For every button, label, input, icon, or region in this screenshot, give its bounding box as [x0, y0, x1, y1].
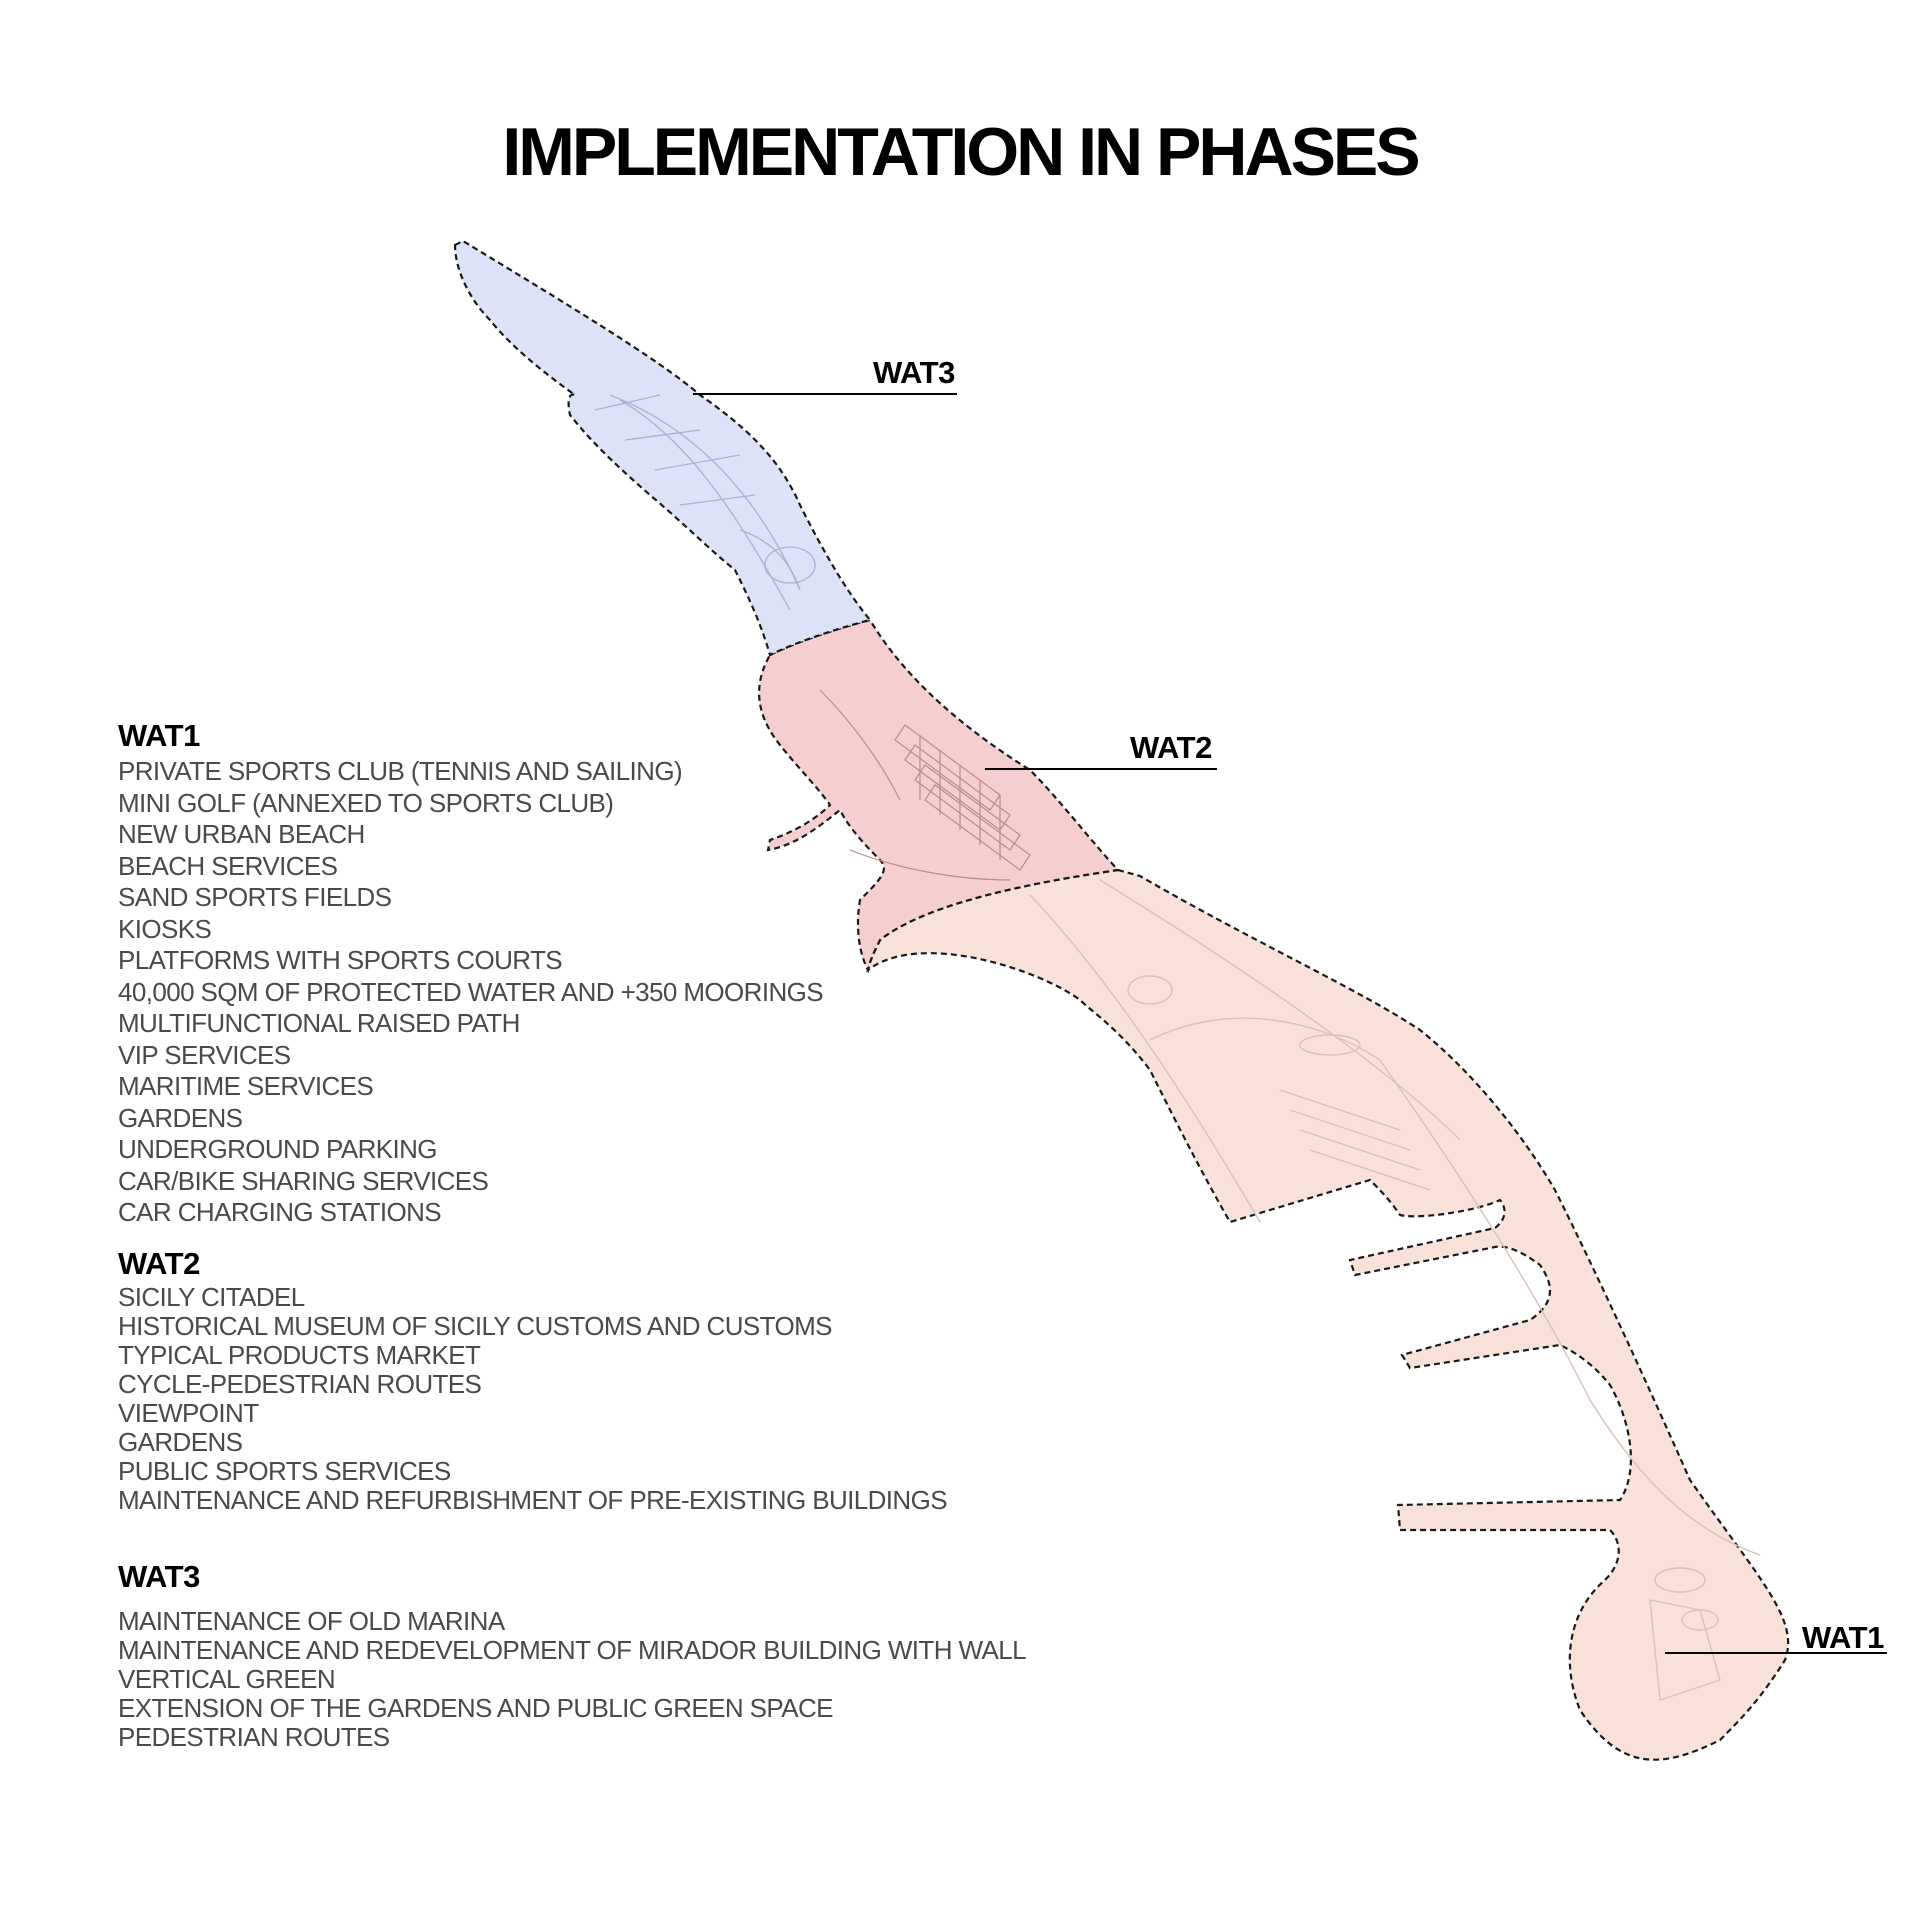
leader-line-wat1 — [1665, 1652, 1887, 1654]
phase-wat3-item: VERTICAL GREEN — [118, 1664, 336, 1694]
phase-wat2-item: VIEWPOINT — [118, 1398, 259, 1428]
phase-wat2-item: GARDENS — [118, 1427, 243, 1457]
phase-wat1-item: SAND SPORTS FIELDS — [118, 882, 392, 912]
phase-wat1-item: BEACH SERVICES — [118, 850, 338, 881]
phase-wat3-item: MAINTENANCE OF OLD MARINA — [118, 1606, 505, 1636]
phase-wat1-item: 40,000 SQM OF PROTECTED WATER AND +350 M… — [118, 976, 824, 1007]
zone-wat1 — [866, 868, 1790, 1761]
phase-wat3-item: EXTENSION OF THE GARDENS AND PUBLIC GREE… — [118, 1693, 833, 1723]
zone-wat2-area — [758, 618, 1121, 974]
phase-wat1-item: NEW URBAN BEACH — [118, 819, 365, 849]
leader-line-wat2 — [985, 768, 1217, 770]
phase-wat2-heading: WAT2 — [118, 1246, 200, 1281]
phase-wat2-item: TYPICAL PRODUCTS MARKET — [118, 1340, 481, 1370]
phase-wat1-item: CAR CHARGING STATIONS — [118, 1197, 442, 1227]
leader-line-wat3 — [693, 393, 957, 395]
phase-wat1-item: KIOSKS — [118, 913, 212, 944]
phase-wat1-item: CAR/BIKE SHARING SERVICES — [118, 1165, 489, 1196]
phase-wat1-item: PRIVATE SPORTS CLUB (TENNIS AND SAILING) — [118, 756, 683, 786]
map-label-wat1: WAT1 — [1802, 1620, 1884, 1655]
zone-wat2 — [758, 618, 1121, 974]
phase-wat2-item: PUBLIC SPORTS SERVICES — [118, 1456, 451, 1486]
phase-wat1-item: MINI GOLF (ANNEXED TO SPORTS CLUB) — [118, 787, 614, 818]
zone-wat3-area — [453, 239, 872, 657]
zone-wat3 — [453, 239, 872, 657]
phase-wat3-heading: WAT3 — [118, 1559, 200, 1594]
map-label-wat2: WAT2 — [1130, 730, 1212, 765]
phase-wat1-item: PLATFORMS WITH SPORTS COURTS — [118, 945, 563, 975]
phase-wat1-section: WAT1 PRIVATE SPORTS CLUB (TENNIS AND SAI… — [118, 718, 824, 1229]
phase-wat1-list: PRIVATE SPORTS CLUB (TENNIS AND SAILING)… — [118, 756, 824, 1229]
phase-wat1-item: MARITIME SERVICES — [118, 1071, 374, 1101]
map-label-wat3: WAT3 — [873, 355, 955, 390]
phase-wat3-item: MAINTENANCE AND REDEVELOPMENT OF MIRADOR… — [118, 1635, 1027, 1665]
page-title: IMPLEMENTATION IN PHASES — [502, 114, 1420, 190]
phase-wat3-item: PEDESTRIAN ROUTES — [118, 1722, 390, 1752]
phase-wat1-item: VIP SERVICES — [118, 1039, 291, 1070]
phase-wat2-item: MAINTENANCE AND REFURBISHMENT OF PRE-EXI… — [118, 1485, 948, 1515]
phase-wat1-item: UNDERGROUND PARKING — [118, 1134, 438, 1164]
phase-wat1-item: MULTIFUNCTIONAL RAISED PATH — [118, 1008, 520, 1038]
phase-wat2-item: SICILY CITADEL — [118, 1282, 305, 1312]
phase-wat1-heading: WAT1 — [118, 718, 200, 753]
zone-wat1-area — [866, 868, 1790, 1761]
phase-wat2-item: HISTORICAL MUSEUM OF SICILY CUSTOMS AND … — [118, 1311, 832, 1341]
phase-wat1-item: GARDENS — [118, 1102, 243, 1133]
phase-wat2-item: CYCLE-PEDESTRIAN ROUTES — [118, 1369, 482, 1399]
